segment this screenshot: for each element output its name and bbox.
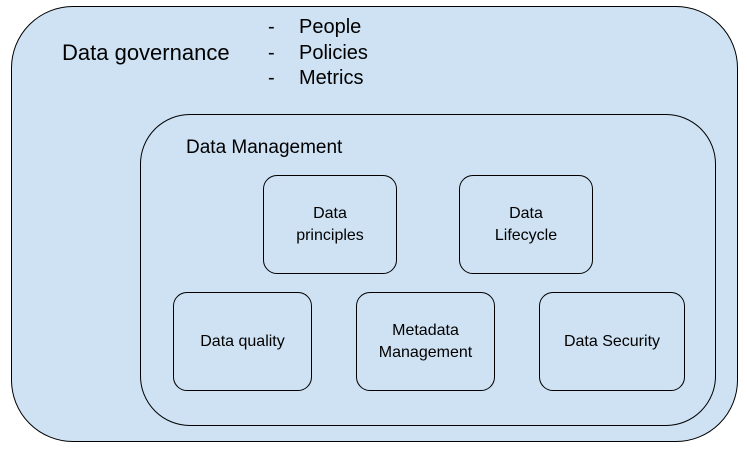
box-data-security: Data Security [539,292,685,391]
box-metadata-management: Metadata Management [356,292,495,391]
data-governance-title: Data governance [62,40,230,65]
box-label-line: Metadata [392,321,459,339]
governance-item-label: People [299,16,362,38]
governance-item-policies: - Policies [268,41,368,67]
box-label-line: Lifecycle [494,226,558,244]
governance-item-label: Metrics [299,67,364,89]
box-label-line: Data [509,204,543,222]
box-label: Data Security [564,331,660,353]
box-label-line: Data Security [563,332,661,350]
governance-item-people: - People [268,15,368,41]
bullet-dash: - [268,41,275,64]
box-label: Data Lifecycle [495,203,557,247]
box-label: Data quality [200,331,285,353]
box-data-principles: Data principles [263,175,397,274]
box-label-line: Data quality [200,332,285,350]
box-label-line: Data [313,204,347,222]
box-data-lifecycle: Data Lifecycle [459,175,593,274]
box-data-quality: Data quality [173,292,312,391]
box-label: Data principles [296,203,364,247]
governance-item-label: Policies [299,41,368,64]
governance-bullet-list: - People - Policies - Metrics [268,15,368,92]
bullet-dash: - [268,16,275,38]
bullet-dash: - [268,67,275,89]
data-management-title: Data Management [186,137,343,158]
governance-item-metrics: - Metrics [268,66,368,92]
box-label-line: principles [296,226,364,244]
box-label-line: Management [378,343,473,361]
box-label: Metadata Management [379,320,472,364]
